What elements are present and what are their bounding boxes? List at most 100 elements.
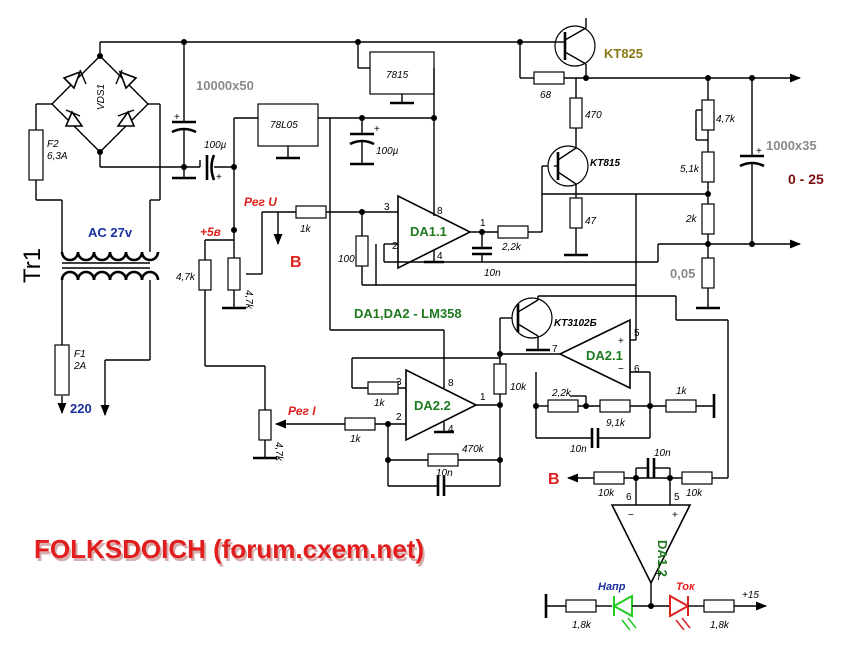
da22-label: DA2.2 bbox=[414, 398, 451, 413]
resistor-5k1 bbox=[701, 151, 715, 183]
r-4k7-out-label: 4,7k bbox=[716, 114, 736, 125]
output-range-label: 0 - 25 bbox=[788, 171, 824, 187]
resistor-1k8-a bbox=[565, 599, 597, 613]
mains-voltage: 220 bbox=[70, 401, 92, 416]
reg-i-label: Рег I bbox=[288, 404, 316, 418]
pot-reg-i bbox=[258, 409, 272, 441]
plus15-label: +15 bbox=[742, 590, 759, 601]
transistor-kt825 bbox=[554, 25, 596, 67]
da21-label: DA2.1 bbox=[586, 348, 623, 363]
led-tok bbox=[669, 594, 691, 631]
r-1k-da22-label: 1k bbox=[374, 398, 386, 409]
r-9k1-label: 9,1k bbox=[606, 418, 626, 429]
r-4k7-left-label: 4,7k bbox=[176, 272, 196, 283]
c-10n-da22: 10n bbox=[436, 468, 453, 479]
reg-78l05-label: 78L05 bbox=[270, 120, 298, 131]
da21-minus: − bbox=[618, 364, 624, 375]
da11-pin3: 3 bbox=[384, 202, 390, 213]
led-tok-label: Ток bbox=[676, 581, 696, 593]
da12-plus: + bbox=[672, 510, 678, 521]
resistor-470k bbox=[427, 453, 459, 467]
resistor-2k2-da21 bbox=[547, 399, 579, 413]
opamp-type-label: DA1,DA2 - LM358 bbox=[354, 306, 462, 321]
da21-plus: + bbox=[618, 336, 624, 347]
r-1k8-b-label: 1,8k bbox=[710, 620, 730, 631]
fuse-f2-value: 6,3A bbox=[47, 151, 68, 162]
r-1k-regi-label: 1k bbox=[350, 434, 362, 445]
da12-pin5: 5 bbox=[674, 492, 680, 503]
pot-u-label: 4,7k bbox=[243, 290, 254, 310]
resistor-9k1 bbox=[599, 399, 631, 413]
resistor-1k8-b bbox=[703, 599, 735, 613]
out-cap-label: 1000x35 bbox=[766, 138, 817, 153]
resistor-1k-regu bbox=[295, 205, 327, 219]
c-10n-da21: 10n bbox=[570, 444, 587, 455]
kt825-label: KT825 bbox=[604, 46, 643, 61]
pot-reg-u bbox=[227, 257, 241, 291]
resistor-2k2-da11 bbox=[497, 225, 529, 239]
resistor-4k7-left bbox=[198, 259, 212, 291]
r-10k-b-label: 10k bbox=[686, 488, 703, 499]
resistor-470 bbox=[569, 97, 583, 129]
r-2k2-da21-label: 2,2k bbox=[551, 388, 572, 399]
r-10k-a-label: 10k bbox=[598, 488, 615, 499]
r-1k-regu-label: 1k bbox=[300, 224, 312, 235]
r-5k1-label: 5,1k bbox=[680, 164, 700, 175]
led-napr bbox=[611, 594, 637, 631]
cap-100u-a: 100µ bbox=[204, 140, 227, 151]
fuse-f1-name: F1 bbox=[74, 349, 86, 360]
resistor-100 bbox=[355, 235, 369, 267]
bridge-label: VDS1 bbox=[96, 84, 107, 110]
r-1k-da21-label: 1k bbox=[676, 386, 688, 397]
da11-label: DA1.1 bbox=[410, 224, 447, 239]
svg-text:+: + bbox=[216, 172, 222, 183]
fuse-f1-value: 2A bbox=[73, 361, 87, 372]
da12-label: DA1.2 bbox=[655, 540, 670, 577]
regulator-78l05 bbox=[257, 103, 319, 147]
r-470k-label: 470k bbox=[462, 444, 485, 455]
resistor-68 bbox=[533, 71, 565, 85]
resistor-10k-b bbox=[681, 471, 713, 485]
r-005-label: 0,05 bbox=[670, 266, 695, 281]
kt815-label: KT815 bbox=[590, 158, 620, 169]
fuse-f2-name: F2 bbox=[47, 139, 59, 150]
da22-pin2: 2 bbox=[396, 412, 402, 423]
opamp-da21 bbox=[558, 318, 631, 390]
da22-pin3: 3 bbox=[396, 377, 402, 388]
r-10k-da22-label: 10k bbox=[510, 382, 527, 393]
main-cap-label: 10000x50 bbox=[196, 78, 254, 93]
da21-pin6: 6 bbox=[634, 364, 640, 375]
r-68-label: 68 bbox=[540, 90, 552, 101]
svg-text:+: + bbox=[174, 112, 180, 123]
resistor-4k7-out bbox=[701, 99, 715, 131]
r-1k8-a-label: 1,8k bbox=[572, 620, 592, 631]
resistor-1k-regi bbox=[344, 417, 376, 431]
kt3102-label: KT3102Б bbox=[554, 318, 597, 329]
diode-bridge: VDS1 bbox=[51, 55, 149, 153]
da11-pin1: 1 bbox=[480, 218, 486, 229]
pot-i-label: 4,7k bbox=[273, 442, 284, 462]
r-2k2-da11-label: 2,2k bbox=[501, 242, 522, 253]
b-label-2: B bbox=[548, 471, 560, 488]
da22-pin4: 4 bbox=[448, 424, 454, 435]
c-10n-da11: 10n bbox=[484, 268, 501, 279]
r-100-label: 100 bbox=[338, 254, 355, 265]
b-label: B bbox=[290, 254, 302, 271]
resistor-47 bbox=[569, 197, 583, 229]
reg-u-label: Рег U bbox=[244, 195, 277, 209]
da22-pin8: 8 bbox=[448, 378, 454, 389]
resistor-2k bbox=[701, 203, 715, 235]
r-47-label: 47 bbox=[585, 216, 597, 227]
svg-text:+: + bbox=[374, 124, 380, 135]
svg-text:+: + bbox=[756, 146, 762, 157]
opamp-da22 bbox=[405, 368, 478, 442]
plus5-label: +5в bbox=[200, 225, 221, 239]
da21-pin5: 5 bbox=[634, 328, 640, 339]
resistor-005 bbox=[701, 257, 715, 289]
da21-pin7: 7 bbox=[552, 344, 558, 355]
resistor-1k-da22 bbox=[367, 381, 399, 395]
c-10n-da12: 10n bbox=[654, 448, 671, 459]
da22-pin1: 1 bbox=[480, 392, 486, 403]
reg-7815-label: 7815 bbox=[386, 70, 409, 81]
